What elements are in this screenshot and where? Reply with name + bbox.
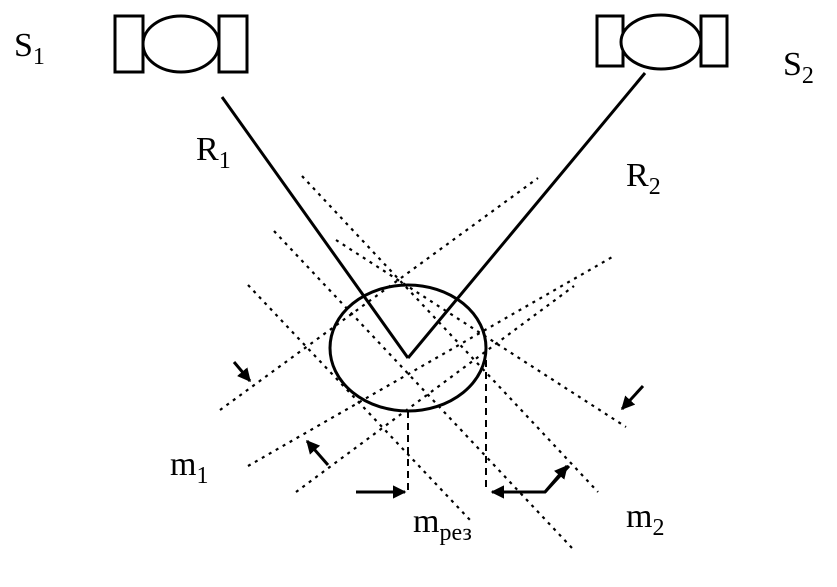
label-m1: m1 (170, 446, 208, 489)
arrow-m1-lower (305, 439, 330, 466)
range-line-r1 (220, 96, 410, 359)
label-m-resultant: mрез (413, 503, 472, 546)
arrow-resultant-right-tail (543, 464, 569, 493)
arrow-m1-upper (232, 361, 252, 383)
label-s2: S2 (783, 46, 814, 89)
satellite-s1-icon (113, 14, 249, 74)
error-region-ellipse (328, 283, 488, 413)
error-band-lines-m1 (273, 175, 599, 549)
error-band-lines-m1-outer (247, 239, 627, 521)
error-arrows (232, 361, 645, 499)
label-r2: R2 (626, 157, 661, 200)
label-r1: R1 (196, 131, 231, 174)
label-s1: S1 (14, 27, 45, 70)
range-line-r2 (406, 72, 647, 359)
label-m2: m2 (626, 498, 664, 541)
satellite-s2-icon (595, 13, 729, 71)
arrow-m2-right (620, 384, 645, 411)
resultant-dimension-lines (407, 360, 487, 492)
error-band-lines-m2 (219, 177, 615, 493)
